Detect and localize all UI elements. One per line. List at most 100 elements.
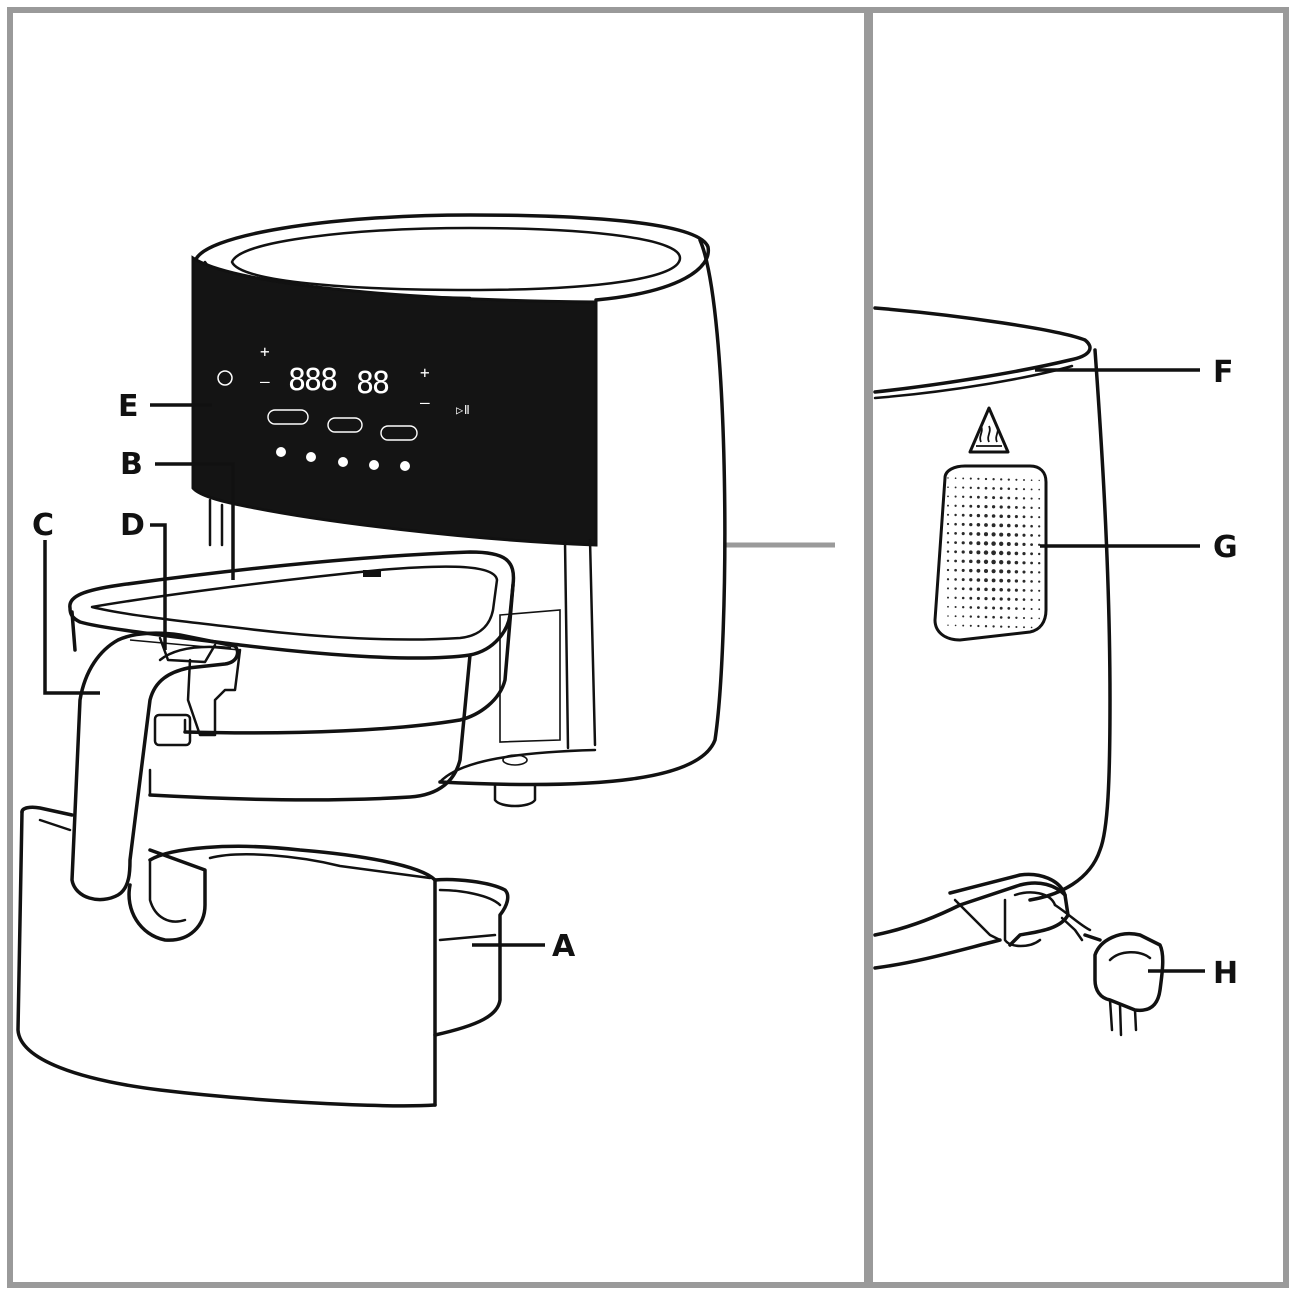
grille-hole bbox=[946, 513, 950, 516]
grille-hole bbox=[1030, 543, 1033, 546]
grille-hole bbox=[1022, 497, 1026, 500]
grille-hole bbox=[976, 596, 980, 600]
grille-hole bbox=[984, 523, 988, 527]
grille-hole bbox=[969, 615, 972, 618]
grille-hole bbox=[1007, 487, 1011, 491]
grille-hole bbox=[977, 615, 980, 619]
grille-hole bbox=[999, 597, 1003, 601]
grille-hole bbox=[969, 587, 973, 591]
grille-hole bbox=[1030, 570, 1033, 574]
grille-hole bbox=[1014, 524, 1019, 528]
grille-hole bbox=[1030, 506, 1033, 509]
grille-hole bbox=[1038, 580, 1041, 583]
grille-hole bbox=[969, 541, 973, 545]
grille-hole bbox=[977, 606, 980, 609]
label-a: A bbox=[552, 929, 576, 964]
grille-hole bbox=[969, 550, 973, 554]
panel-plus-left: + bbox=[260, 342, 270, 361]
grille-hole bbox=[999, 550, 1004, 556]
grille-hole bbox=[946, 578, 950, 581]
grille-hole bbox=[1030, 515, 1033, 519]
grille-hole bbox=[977, 624, 980, 628]
label-g: G bbox=[1213, 530, 1238, 565]
grille-hole bbox=[976, 578, 981, 582]
grille-hole bbox=[1038, 599, 1041, 601]
grille-hole bbox=[1030, 589, 1033, 592]
grille-hole bbox=[946, 559, 950, 562]
basket-handle bbox=[70, 631, 240, 902]
grille-hole bbox=[999, 606, 1003, 610]
grille-hole bbox=[969, 486, 972, 489]
grille-hole bbox=[976, 550, 981, 555]
grille-hole bbox=[1022, 533, 1026, 537]
grille-hole bbox=[1030, 580, 1033, 583]
grille-hole bbox=[984, 615, 988, 619]
grille-hole bbox=[947, 615, 949, 617]
grille-hole bbox=[962, 486, 965, 489]
preset-icons bbox=[276, 447, 410, 471]
grille-hole bbox=[1014, 588, 1018, 592]
panel-button-2 bbox=[327, 417, 363, 433]
grille-hole bbox=[1014, 560, 1019, 565]
grille-hole bbox=[961, 568, 965, 572]
grille-hole bbox=[954, 596, 957, 599]
grille-hole bbox=[999, 523, 1004, 528]
grille-hole bbox=[1006, 551, 1011, 556]
grille-hole bbox=[1007, 588, 1011, 592]
power-cord-plug bbox=[1053, 903, 1165, 1037]
grille-hole bbox=[1014, 597, 1018, 601]
grille-hole bbox=[1000, 625, 1003, 628]
grille-hole bbox=[1015, 496, 1018, 500]
grille-hole bbox=[969, 578, 973, 582]
grille-hole bbox=[977, 495, 980, 499]
grille-hole bbox=[969, 568, 973, 573]
grille-hole bbox=[999, 616, 1003, 619]
grille-hole bbox=[1038, 552, 1041, 556]
control-panel-details: + – + – 888 88 ▷ǁ bbox=[217, 342, 470, 471]
grille-hole bbox=[976, 532, 981, 536]
grille-hole bbox=[1014, 505, 1018, 509]
grille-hole bbox=[947, 504, 949, 507]
grille-hole bbox=[1006, 532, 1011, 537]
grille-hole bbox=[984, 578, 988, 583]
grille-hole bbox=[946, 568, 950, 572]
grille-hole bbox=[1006, 569, 1011, 574]
panel-button-1 bbox=[267, 409, 309, 425]
grille-hole bbox=[991, 569, 996, 574]
grille-hole bbox=[961, 504, 965, 508]
grille-hole bbox=[961, 596, 965, 600]
grille-hole bbox=[961, 578, 965, 582]
grille-hole bbox=[992, 496, 996, 500]
grille-hole bbox=[991, 578, 996, 583]
grille-hole bbox=[947, 596, 949, 599]
grille-hole bbox=[961, 532, 965, 536]
grille-hole bbox=[976, 568, 981, 573]
grille-hole bbox=[1014, 515, 1018, 519]
air-fryer-back bbox=[873, 306, 1112, 970]
grille-hole bbox=[992, 478, 995, 481]
grille-hole bbox=[1038, 488, 1040, 491]
grille-hole bbox=[1030, 488, 1033, 491]
grille-hole bbox=[954, 486, 957, 489]
grille-hole bbox=[969, 559, 973, 564]
grille-hole bbox=[1006, 560, 1011, 565]
grille-hole bbox=[1030, 524, 1033, 528]
grille-hole bbox=[961, 541, 965, 545]
grille-hole bbox=[1022, 506, 1026, 509]
grille-hole bbox=[1022, 561, 1026, 565]
grille-hole bbox=[1007, 496, 1011, 500]
grille-hole bbox=[969, 504, 973, 508]
grille-hole bbox=[1023, 626, 1025, 629]
grille-hole bbox=[976, 559, 981, 564]
grille-hole bbox=[1022, 579, 1026, 583]
grille-hole bbox=[1038, 479, 1040, 482]
grille-hole bbox=[947, 495, 949, 498]
grille-hole bbox=[947, 477, 949, 479]
grille-hole bbox=[1038, 516, 1041, 519]
right-panel-frame bbox=[867, 7, 1289, 1288]
grille-hole bbox=[991, 559, 996, 565]
grille-hole bbox=[984, 504, 988, 509]
grille-hole bbox=[1038, 608, 1041, 611]
grille-hole bbox=[1030, 497, 1033, 500]
grille-hole bbox=[969, 513, 973, 517]
